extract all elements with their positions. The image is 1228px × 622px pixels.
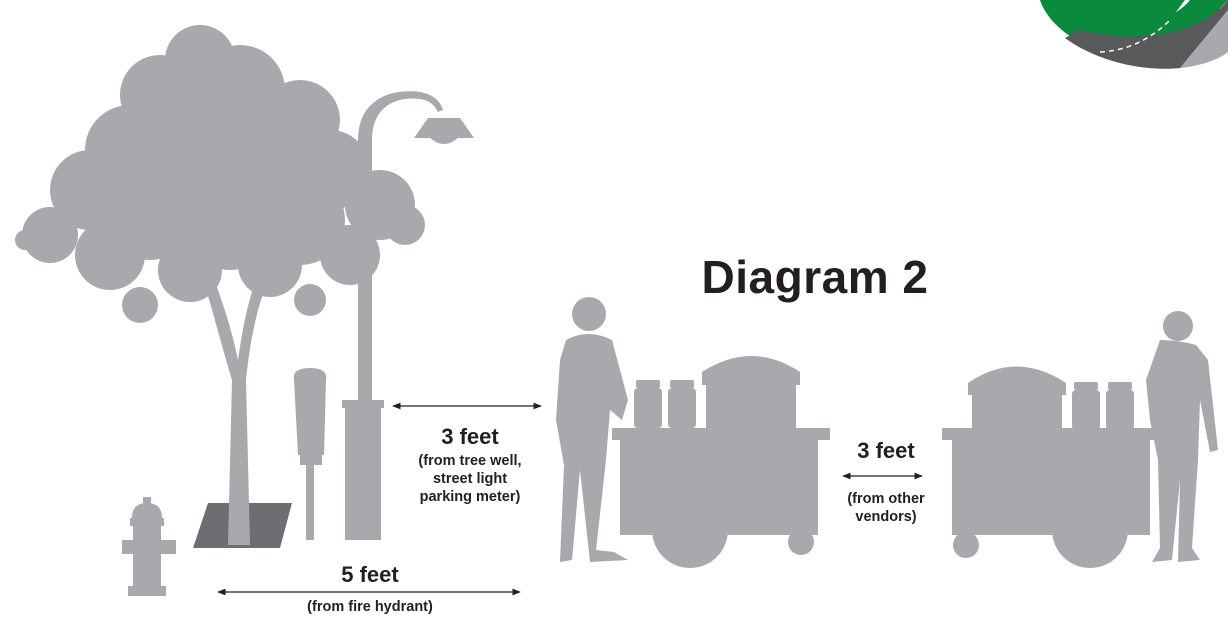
food-cart-right-icon — [942, 367, 1160, 569]
fire-hydrant-icon — [122, 497, 176, 596]
hydrant-note: (from fire hydrant) — [270, 598, 470, 616]
vendors-distance: 3 feet — [826, 438, 946, 464]
tree-light-note: (from tree well, street light parking me… — [395, 452, 545, 506]
tree-light-distance: 3 feet — [395, 424, 545, 450]
diagram-title: Diagram 2 — [680, 250, 950, 304]
vendors-note-line-2: vendors) — [826, 508, 946, 526]
parking-meter-icon — [294, 368, 326, 540]
vendor-person-right-icon — [1146, 311, 1218, 562]
hydrant-distance: 5 feet — [290, 562, 450, 588]
tree-light-note-line-2: street light — [395, 470, 545, 488]
vendors-note-line-1: (from other — [826, 490, 946, 508]
road-logo-icon — [1040, 0, 1228, 69]
tree-light-note-line-3: parking meter) — [395, 488, 545, 506]
tree-light-note-line-1: (from tree well, — [395, 452, 545, 470]
vendors-note: (from other vendors) — [826, 490, 946, 526]
food-cart-left-icon — [612, 356, 830, 568]
